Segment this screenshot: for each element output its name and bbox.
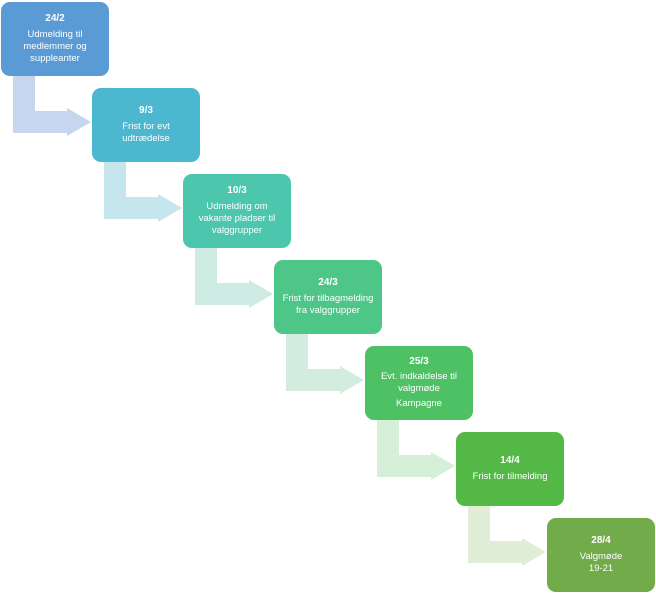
step-1-text-line-3: suppleanter <box>30 52 80 64</box>
step-2-box: 9/3 Frist for evt udtrædelse <box>92 88 200 162</box>
step-7-text-line-1: Valgmøde <box>579 550 623 562</box>
step-6-date: 14/4 <box>500 455 520 467</box>
step-4-text-line-1: Frist for tilbagmelding <box>282 292 374 304</box>
step-3-text-line-3: valggrupper <box>211 224 263 236</box>
connector-arrow-2 <box>104 162 182 222</box>
connector-arrow-4 <box>286 334 364 394</box>
step-1-box: 24/2 Udmelding til medlemmer og supplean… <box>1 2 109 76</box>
step-5-date: 25/3 <box>409 355 429 367</box>
step-4-box: 24/3 Frist for tilbagmelding fra valggru… <box>274 260 382 334</box>
step-7-box: 28/4 Valgmøde 19-21 <box>547 518 655 592</box>
step-4-text-line-2: fra valggrupper <box>296 304 360 316</box>
step-6-text-line-1: Frist for tilmelding <box>472 470 548 482</box>
step-5-text-line-1: Evt. indkaldelse til <box>380 371 458 383</box>
step-3-text-line-1: Udmelding om <box>206 200 268 212</box>
connector-arrow-3 <box>195 248 273 308</box>
step-2-text-line-1: Frist for evt <box>122 120 170 132</box>
connector-arrow-1 <box>13 76 91 136</box>
step-1-date: 24/2 <box>45 13 65 25</box>
connector-arrow-5 <box>377 420 455 480</box>
step-3-text-line-2: vakante pladser til <box>198 212 276 224</box>
step-5-box: 25/3 Evt. indkaldelse til valgmøde Kampa… <box>365 346 473 420</box>
step-2-date: 9/3 <box>139 105 153 117</box>
step-3-date: 10/3 <box>227 185 247 197</box>
step-6-box: 14/4 Frist for tilmelding <box>456 432 564 506</box>
step-4-date: 24/3 <box>318 277 338 289</box>
step-7-date: 28/4 <box>591 535 611 547</box>
step-5-text-line-2: valgmøde <box>398 383 440 395</box>
step-1-text-line-1: Udmelding til <box>27 28 83 40</box>
step-3-box: 10/3 Udmelding om vakante pladser til va… <box>183 174 291 248</box>
step-5-extra-text: Kampagne <box>396 398 442 410</box>
step-2-text-line-2: udtrædelse <box>122 132 170 144</box>
step-7-text-line-2: 19-21 <box>588 562 614 574</box>
step-1-text-line-2: medlemmer og <box>23 40 87 52</box>
connector-arrow-6 <box>468 506 546 566</box>
